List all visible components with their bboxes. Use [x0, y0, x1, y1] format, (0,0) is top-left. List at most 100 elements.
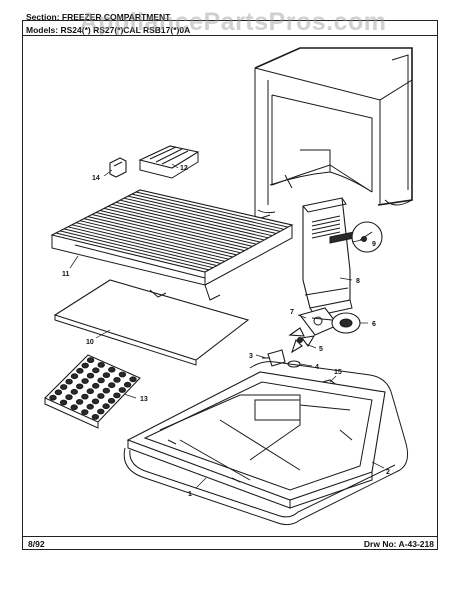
part-9-screw	[351, 221, 383, 253]
callout-9: 9	[372, 241, 376, 248]
ice-cube-cell	[123, 381, 132, 388]
callout-1: 1	[188, 491, 192, 498]
shelf-rib	[91, 214, 245, 252]
callout-13: 13	[140, 396, 148, 403]
ice-cube-cell	[86, 372, 95, 379]
shelf-rib	[63, 228, 218, 267]
ice-cube-cell	[107, 397, 116, 404]
section-title: Section: FREEZER COMPARTMENT	[26, 12, 171, 22]
ice-cube-cell	[118, 387, 127, 393]
ice-cube-cell	[118, 371, 127, 378]
ice-cube-cell	[113, 392, 121, 399]
ice-cube-cell	[108, 382, 116, 389]
cabinet-liner	[254, 47, 413, 221]
shelf-rib	[71, 224, 225, 262]
ice-cube-cell	[65, 394, 73, 401]
part-10-panel	[53, 279, 250, 366]
shelf-rib	[123, 197, 277, 234]
ice-cube-cell	[70, 404, 78, 411]
ice-cube-cell	[81, 393, 89, 400]
models-line: Models: RS24(*) RS27(*)CAL RSB17(*)0A	[26, 25, 191, 35]
part-12-bracket	[138, 145, 200, 179]
ice-cube-cell	[91, 414, 100, 420]
shroud-vent-slot	[311, 219, 341, 227]
ice-cube-cell	[65, 378, 73, 385]
drawing-number: Drw No: A-43-218	[363, 539, 434, 549]
ice-cube-cell	[60, 384, 68, 390]
callout-14: 14	[92, 175, 100, 182]
shroud-vent-slot	[311, 227, 341, 235]
part-2-trim-frame	[123, 361, 409, 526]
ice-cube-cell	[97, 393, 105, 399]
shelf-rib	[67, 226, 221, 264]
shelf-rib	[95, 212, 249, 249]
ice-cube-cell	[97, 408, 105, 415]
callout-5: 5	[319, 346, 323, 353]
part-6-fan-motor	[311, 312, 361, 334]
callout-10: 10	[86, 339, 94, 346]
shelf-rib	[135, 191, 289, 228]
callout-3: 3	[249, 353, 253, 360]
part-1-floor-pan	[126, 371, 386, 509]
callout-2: 2	[386, 469, 390, 476]
footer-divider	[22, 536, 438, 537]
leader-lines	[69, 163, 385, 489]
ice-cube-cell	[102, 387, 111, 394]
ice-cube-cell	[108, 366, 116, 373]
ice-cube-cell	[70, 388, 79, 395]
shelf-rib	[103, 207, 257, 245]
shelf-rib	[87, 216, 241, 254]
shelf-rib	[119, 199, 273, 237]
callout-11: 11	[62, 271, 70, 278]
ice-cube-cell	[81, 378, 89, 384]
part-8-fan-shroud	[302, 197, 355, 317]
callout-labels: 12 14 11 10 13 8 9 7 6 5 3 4 15 2 1	[62, 165, 390, 498]
ice-cube-cell	[92, 382, 100, 389]
shelf-rib	[115, 201, 269, 239]
ice-cube-cell	[81, 409, 89, 416]
ice-cube-cell	[86, 403, 94, 410]
shelf-rib	[83, 218, 237, 256]
ice-cube-cell	[102, 403, 110, 410]
revision-date: 8/92	[28, 539, 45, 549]
shroud-vent-slot	[311, 231, 341, 239]
shelf-rib	[127, 195, 281, 232]
part-13-ice-tray	[44, 354, 141, 429]
ice-cube-cell	[59, 399, 68, 406]
header-divider	[22, 35, 438, 36]
shelf-rib	[111, 203, 265, 241]
ice-cube-cell	[86, 357, 95, 364]
ice-cube-cell	[76, 383, 84, 390]
ice-cube-cell	[92, 367, 100, 374]
shroud-vent-slot	[311, 215, 341, 223]
callout-7: 7	[290, 309, 294, 316]
diagram-frame	[22, 20, 438, 550]
callout-15: 15	[334, 369, 342, 376]
ice-cube-cell	[75, 399, 84, 405]
shelf-rib	[55, 232, 210, 271]
ice-cube-cell	[113, 377, 121, 383]
callout-4: 4	[315, 364, 319, 371]
ice-cube-cell	[91, 398, 100, 405]
ice-cube-cell	[97, 377, 105, 384]
ice-cube-cell	[81, 362, 89, 369]
ice-cube-cell	[97, 362, 105, 368]
ice-cube-cell	[129, 376, 137, 383]
part-14-clip	[109, 157, 127, 178]
shelf-rib	[99, 210, 253, 247]
ice-cube-cell	[76, 367, 84, 374]
shelf-rib	[59, 230, 214, 269]
part-11-shelf	[50, 189, 294, 301]
ice-cube-cell	[102, 372, 111, 379]
ice-cube-cell	[54, 389, 63, 396]
ice-cube-cell	[49, 394, 57, 401]
shelf-rib	[131, 193, 285, 230]
callout-6: 6	[372, 321, 376, 328]
callout-12: 12	[180, 165, 188, 172]
callout-8: 8	[356, 278, 360, 285]
ice-cube-cell	[86, 388, 95, 395]
shelf-rib	[75, 222, 229, 260]
shroud-vent-slot	[311, 223, 341, 231]
ice-cube-cell	[70, 373, 79, 380]
